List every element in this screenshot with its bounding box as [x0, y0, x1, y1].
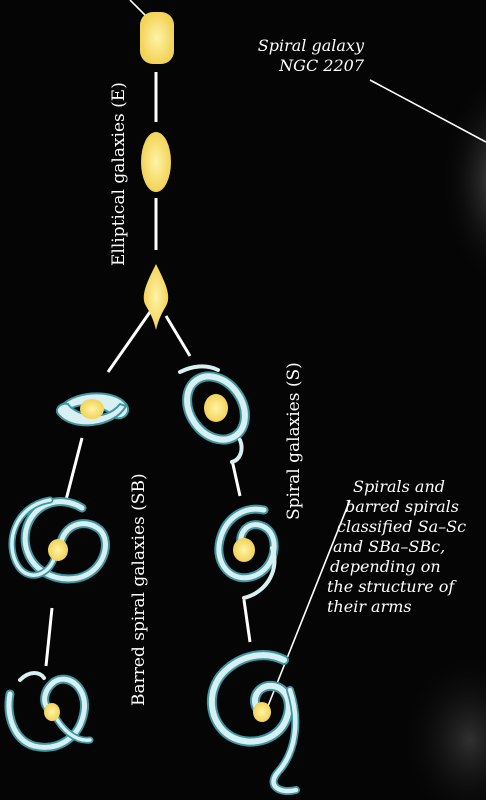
elliptical-galaxies-label: Elliptical galaxies (E): [109, 82, 129, 266]
connector-fork-left: [108, 312, 150, 372]
note-line-2: barred spirals: [327, 497, 486, 517]
connector-sb-sc: [244, 600, 250, 642]
connector-sbb-sbc: [46, 608, 52, 666]
connector-sba-sbb: [66, 438, 82, 500]
spiral-galaxies-label: Spiral galaxies (S): [284, 362, 304, 520]
connector-fork-right: [166, 316, 190, 356]
barred-spiral-galaxies-label: Barred spiral galaxies (SB): [129, 473, 149, 706]
ngc-caption-line-1: Spiral galaxy: [238, 36, 364, 56]
ngc-caption-line-2: NGC 2207: [238, 56, 364, 76]
galaxy-e0: [140, 12, 174, 64]
galaxy-sba: [57, 393, 128, 425]
ngc-2207-lower-glow: [400, 650, 486, 800]
galaxy-sc: [212, 655, 296, 791]
galaxy-sbc: [9, 673, 90, 747]
galaxy-sbb: [12, 500, 106, 579]
note-line-7: their arms: [327, 597, 486, 617]
galaxy-sb: [219, 509, 275, 598]
galaxy-sa: [175, 365, 257, 462]
connector-sa-sb: [232, 460, 240, 496]
galaxy-e7: [144, 264, 168, 330]
ngc-2207-caption: Spiral galaxy NGC 2207: [238, 36, 364, 76]
note-line-6: the structure of: [327, 577, 486, 597]
note-line-3: classified Sa–Sc: [327, 517, 486, 537]
note-line-5: depending on: [327, 557, 486, 577]
note-line-1: Spirals and: [327, 477, 486, 497]
note-line-4: and SBa–SBc,: [327, 537, 486, 557]
galaxy-e3: [141, 132, 171, 192]
ngc-2207-glow: [440, 70, 486, 290]
classification-note: Spirals and barred spirals classified Sa…: [327, 477, 486, 617]
